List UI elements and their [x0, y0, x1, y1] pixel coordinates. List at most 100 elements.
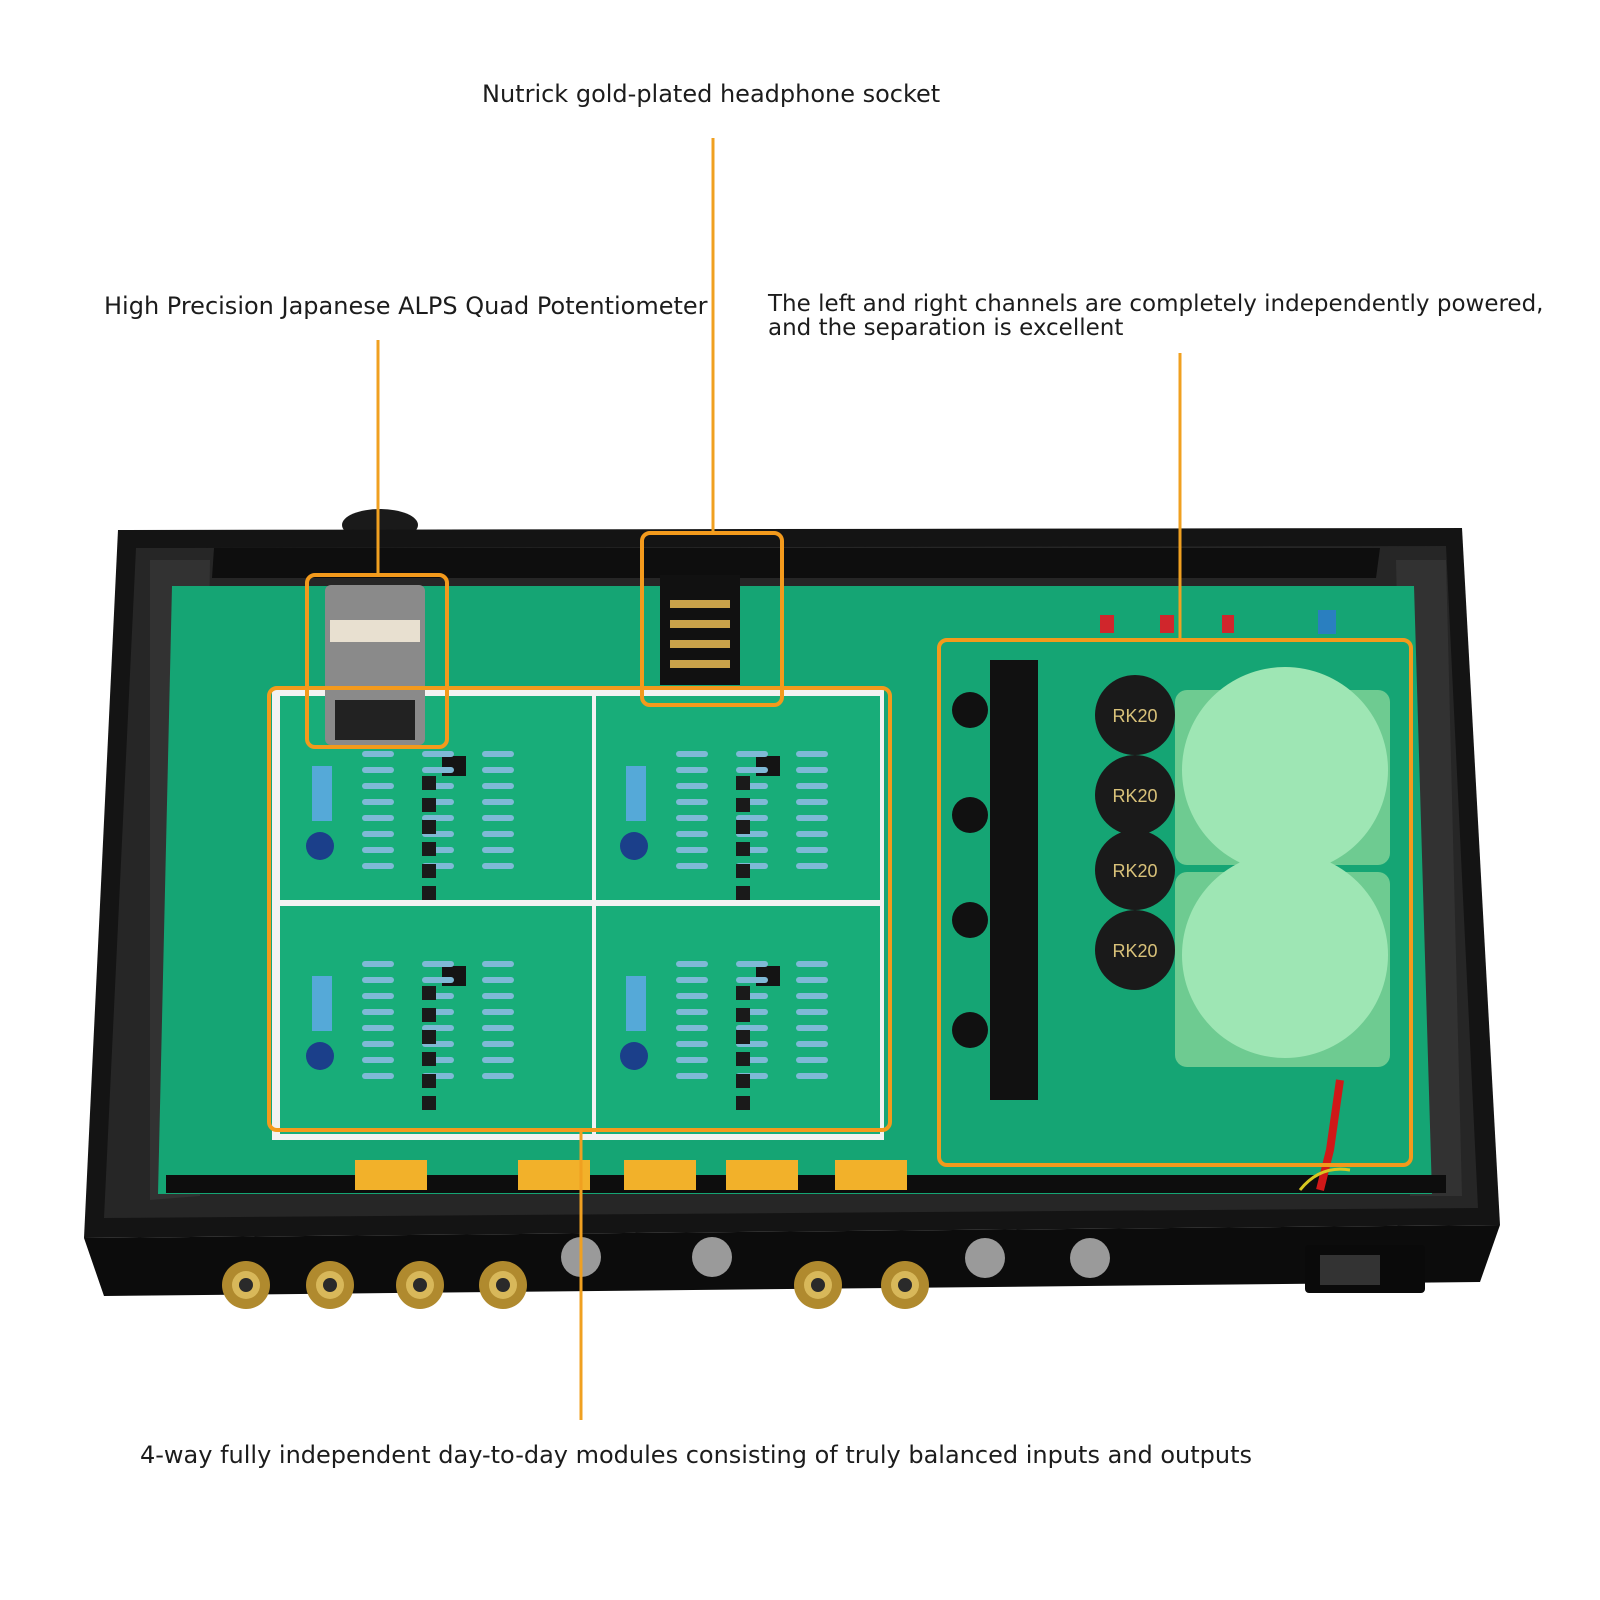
resistor — [676, 1025, 708, 1031]
resistor — [362, 993, 394, 999]
filter-capacitor — [1095, 755, 1175, 835]
resistor — [482, 1057, 514, 1063]
resistor — [676, 1041, 708, 1047]
transistor — [422, 1052, 436, 1066]
resistor — [422, 1025, 454, 1031]
resistor — [422, 815, 454, 821]
resistor — [796, 751, 828, 757]
filter-capacitor — [1095, 830, 1175, 910]
capacitor-marking: RK20 — [1112, 941, 1157, 961]
film-capacitor — [626, 766, 646, 821]
rca-jack-hole — [898, 1278, 912, 1292]
resistor — [676, 977, 708, 983]
resistor — [422, 751, 454, 757]
film-capacitor — [312, 766, 332, 821]
transistor — [736, 1030, 750, 1044]
resistor — [482, 767, 514, 773]
film-capacitor — [312, 976, 332, 1031]
transistor — [422, 1030, 436, 1044]
rca-jack-hole — [323, 1278, 337, 1292]
transistor — [736, 1052, 750, 1066]
resistor — [796, 831, 828, 837]
transistor — [736, 1008, 750, 1022]
resistor — [422, 961, 454, 967]
amplifier-modules — [272, 690, 884, 1140]
resistor — [422, 977, 454, 983]
resistor — [362, 1025, 394, 1031]
transistor — [422, 798, 436, 812]
transistor — [422, 886, 436, 900]
resistor — [796, 1057, 828, 1063]
capacitor-marking: RK20 — [1112, 861, 1157, 881]
resistor — [736, 1025, 768, 1031]
alps-potentiometer — [325, 585, 425, 745]
resistor — [362, 1073, 394, 1079]
resistor — [736, 767, 768, 773]
resistor — [482, 993, 514, 999]
resistor — [482, 1025, 514, 1031]
resistor — [796, 1041, 828, 1047]
resistor — [796, 863, 828, 869]
resistor — [676, 751, 708, 757]
resistor — [362, 783, 394, 789]
resistor — [796, 1073, 828, 1079]
power-supply-highlight-box — [937, 638, 1413, 1167]
resistor — [482, 831, 514, 837]
resistor — [796, 815, 828, 821]
transistor — [422, 1008, 436, 1022]
resistor — [676, 767, 708, 773]
resistor — [676, 1073, 708, 1079]
resistor — [482, 1073, 514, 1079]
resistor — [362, 815, 394, 821]
resistor — [736, 977, 768, 983]
filter-capacitor — [1095, 910, 1175, 990]
transistor — [736, 798, 750, 812]
resistor — [676, 799, 708, 805]
resistor — [676, 1009, 708, 1015]
transistor — [422, 986, 436, 1000]
resistor — [736, 815, 768, 821]
resistor — [362, 1057, 394, 1063]
rca-jack-hole — [811, 1278, 825, 1292]
transistor — [736, 886, 750, 900]
resistor — [362, 961, 394, 967]
resistor — [362, 863, 394, 869]
rear-panel-connectors — [222, 1237, 1425, 1309]
resistor — [676, 993, 708, 999]
resistor — [736, 961, 768, 967]
resistor — [482, 799, 514, 805]
transistor — [736, 1074, 750, 1088]
electrolytic-capacitor — [306, 1042, 334, 1070]
transistor — [736, 842, 750, 856]
resistor — [362, 767, 394, 773]
resistor — [796, 993, 828, 999]
resistor — [362, 799, 394, 805]
resistor — [482, 1009, 514, 1015]
transistor — [736, 864, 750, 878]
capacitor-marking: RK20 — [1112, 786, 1157, 806]
resistor — [676, 783, 708, 789]
transistor — [422, 776, 436, 790]
power-callout-label: The left and right channels are complete… — [768, 292, 1544, 340]
electrolytic-capacitor — [306, 832, 334, 860]
resistor — [482, 961, 514, 967]
resistor — [362, 977, 394, 983]
resistor — [362, 1009, 394, 1015]
transistor — [422, 864, 436, 878]
resistor — [796, 961, 828, 967]
resistor — [676, 1057, 708, 1063]
modules-callout-label: 4-way fully independent day-to-day modul… — [140, 1441, 1253, 1469]
transistor — [736, 820, 750, 834]
transistor — [422, 820, 436, 834]
electrolytic-capacitor — [620, 832, 648, 860]
potentiometer-callout-label: High Precision Japanese ALPS Quad Potent… — [104, 292, 708, 320]
filter-capacitor — [1095, 675, 1175, 755]
resistor — [796, 847, 828, 853]
rca-jack-hole — [239, 1278, 253, 1292]
power-callout-line-2: and the separation is excellent — [768, 315, 1124, 341]
rca-jacks — [222, 1261, 929, 1309]
resistor — [796, 783, 828, 789]
